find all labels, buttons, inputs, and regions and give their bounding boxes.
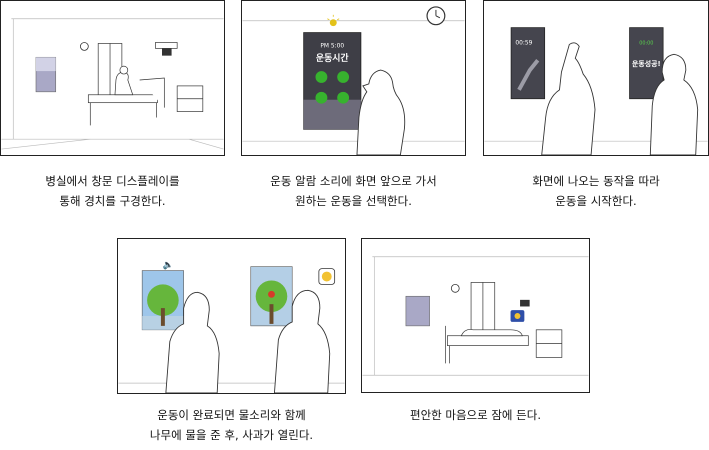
exercise-option-3 [315,91,328,104]
apple [268,290,275,298]
tree-left [147,284,179,316]
bed [447,335,529,346]
person-figure [356,69,406,155]
scene-4-caption: 운동이 완료되면 물소리와 함께 나무에 물을 준 후, 사과가 열린다. [149,408,314,442]
scene-5-caption: 편안한 마음으로 잠에 든다. [409,408,541,422]
wall-clock [426,6,446,26]
scene-3-panel: 00:59 00:00 운동성공! [483,0,709,156]
scene-3-caption: 화면에 나오는 동작을 따라 운동을 시작한다. [532,174,660,208]
screen-right-timer: 00:00 [639,40,653,46]
wall-clock [450,284,460,293]
moon-icon [514,313,521,319]
exercise-option-1 [315,71,328,83]
screen-time: PM 5:00 [320,43,344,49]
scene-4-panel: 🔈 [117,238,346,394]
window-display [405,295,430,327]
person-figure [649,53,699,155]
smile-icon [321,271,332,282]
alarm-icon [329,19,337,27]
person-figure-right [273,289,331,393]
exercise-follow-illustration: 00:59 00:00 운동성공! [484,27,708,155]
watering-tree-illustration: 🔈 [118,261,345,393]
exercise-screen-left [510,27,546,100]
screen-left-timer: 00:59 [515,40,532,46]
scene-2-panel: PM 5:00 운동시간 [241,0,466,156]
sleeping-illustration [362,256,589,376]
exercise-alarm-illustration: PM 5:00 운동시간 [242,6,465,155]
exercise-option-4 [337,91,350,104]
person-figure-left [165,291,220,393]
screen-title: 운동시간 [316,52,349,64]
sleeping-patient-figure [460,329,523,337]
scene-1-panel [0,0,225,156]
hospital-room-illustration [1,18,224,150]
bed [87,94,158,104]
screen-right-message: 운동성공! [632,59,661,68]
speaker-icon: 🔈 [163,261,174,271]
scene-1-caption: 병실에서 창문 디스플레이를 통해 경치를 구경한다. [45,174,180,208]
scene-2-caption: 운동 알람 소리에 화면 앞으로 가서 원하는 운동을 선택한다. [270,174,437,208]
patient-figure [114,71,134,96]
person-stretching-figure [541,42,596,155]
exercise-option-2 [337,71,350,83]
scene-5-panel [361,238,590,393]
wall-clock [80,42,89,51]
